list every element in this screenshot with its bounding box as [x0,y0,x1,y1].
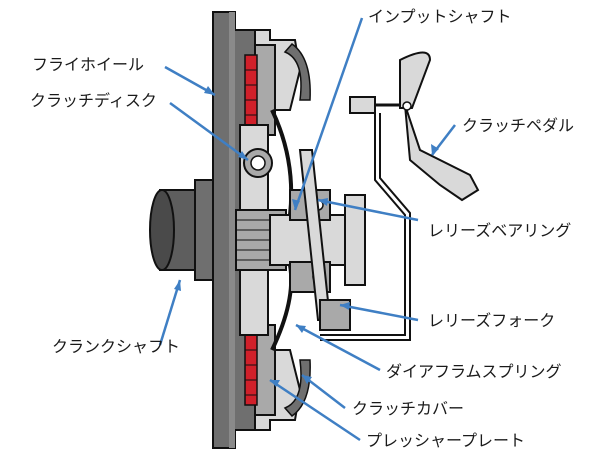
label-clutch-pedal: クラッチペダル [462,116,575,135]
leader-input-shaft [293,17,364,211]
label-input-shaft: インプットシャフト [368,7,512,26]
label-diaphragm-spring: ダイアフラムスプリング [386,362,562,381]
leader-clutch-disc [169,101,249,162]
label-clutch-disc: クラッチディスク [30,91,157,110]
label-clutch-cover: クラッチカバー [352,399,465,418]
leader-diaphragm-spring [295,323,381,372]
pressure-plate-part [254,44,276,416]
clutch-pedal-part [320,51,480,341]
label-release-fork: レリーズフォーク [428,311,556,330]
leader-pressure-plate [269,378,361,442]
label-crankshaft: クランクシャフト [52,337,181,356]
leader-arrowheads [174,86,439,387]
label-flywheel: フライホイール [32,55,145,74]
friction-lining [244,54,258,406]
leader-release-bearing [317,198,419,222]
label-release-bearing: レリーズベアリング [428,221,572,240]
input-shaft-part [269,194,366,286]
leader-release-fork [339,303,419,322]
label-pressure-plate: プレッシャープレート [366,431,526,450]
clutch-disc-part [235,124,287,336]
leader-lines [158,17,456,442]
leader-crankshaft [158,279,182,346]
